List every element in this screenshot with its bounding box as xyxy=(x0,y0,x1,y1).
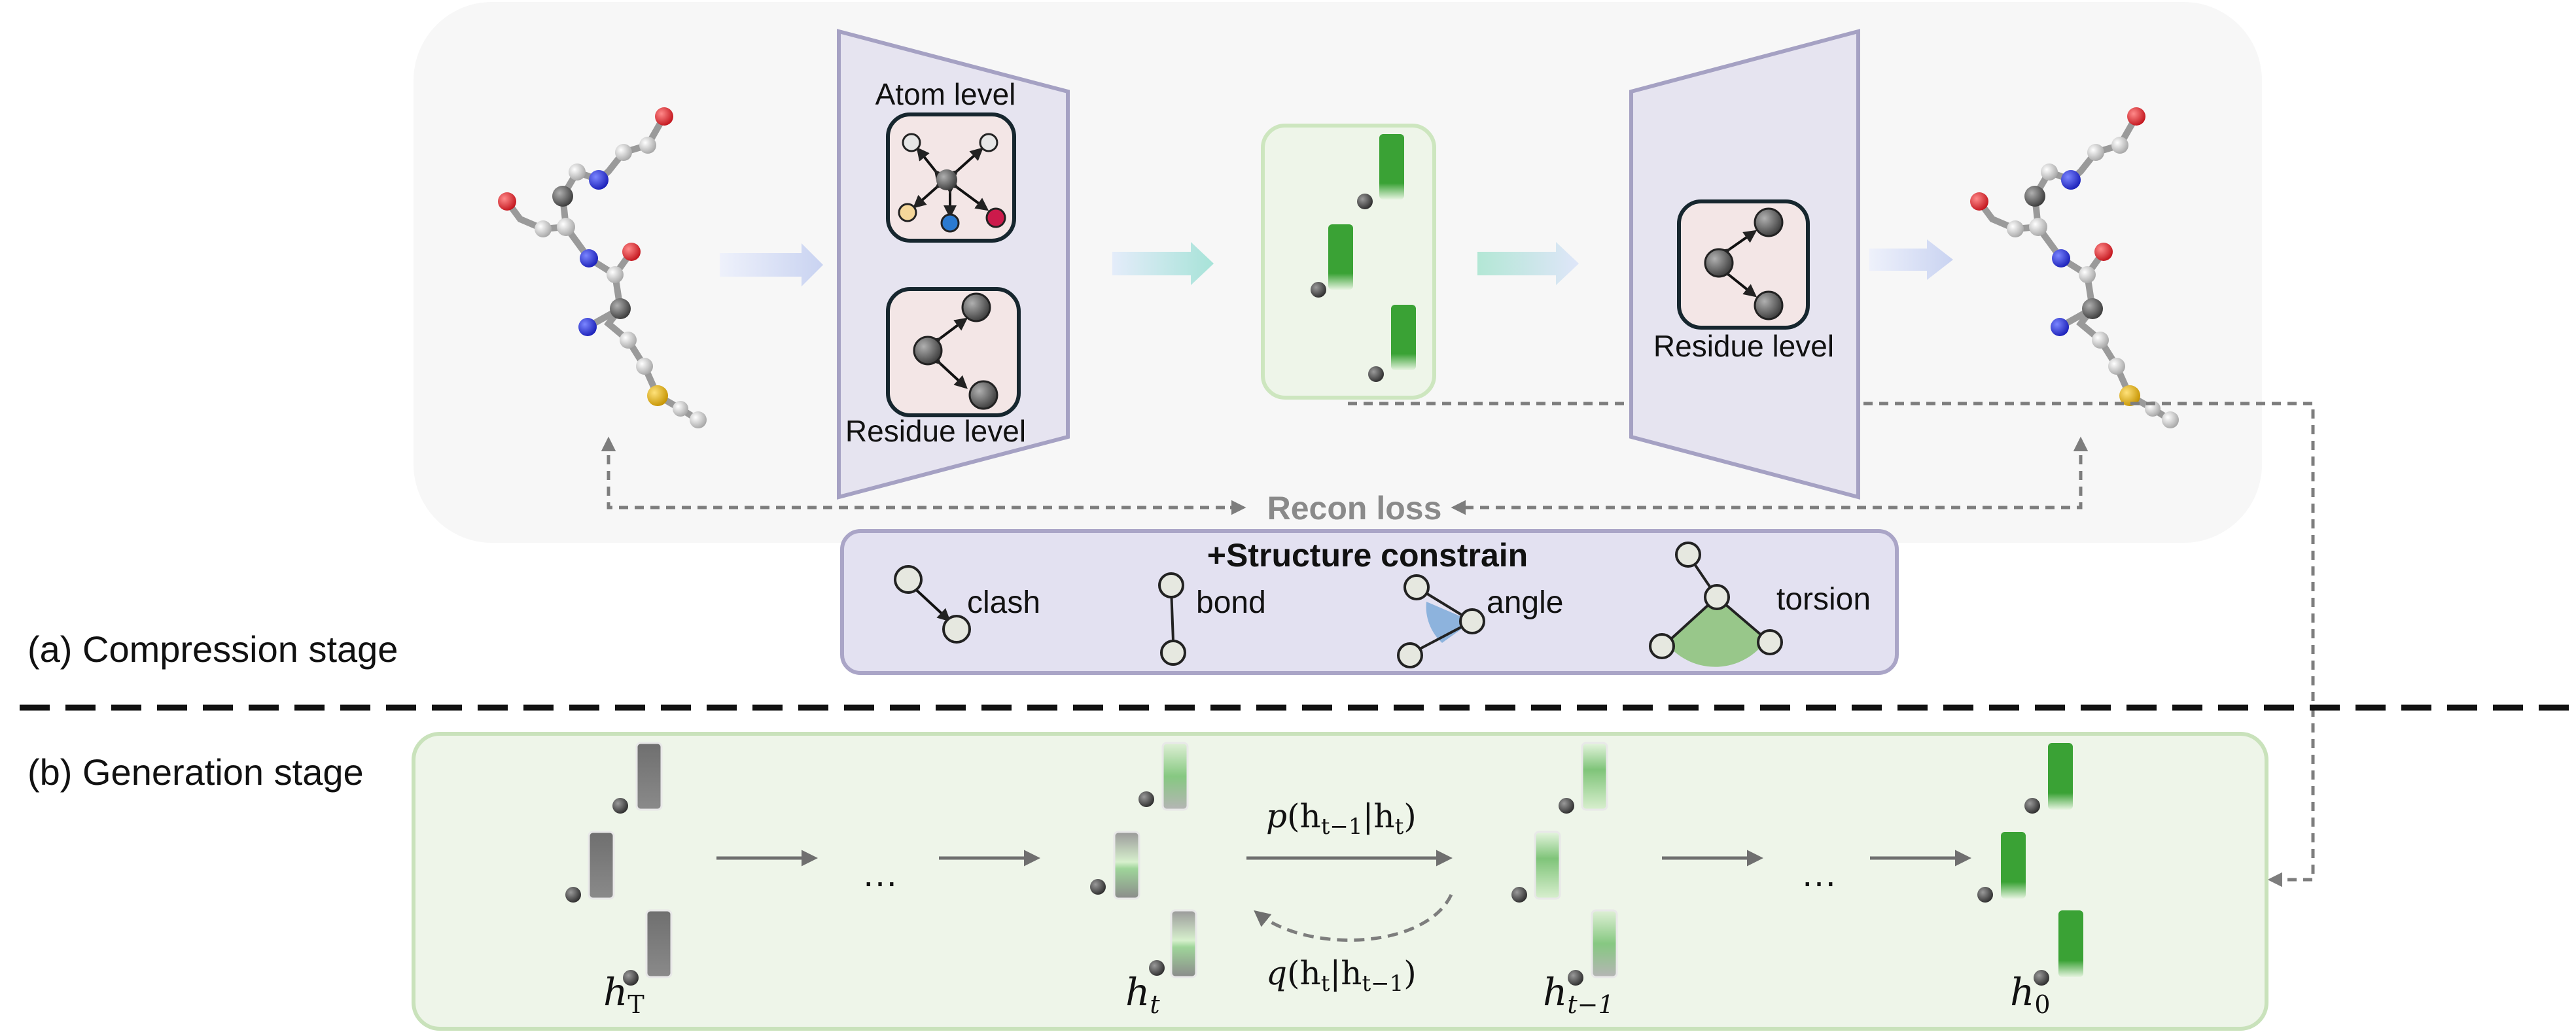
label-ht: ht xyxy=(1125,970,1160,1019)
latent-tokens xyxy=(1311,134,1416,382)
label-htm1: ht−1 xyxy=(1543,970,1614,1019)
recon-loss-paths xyxy=(601,436,2089,515)
decoder-residue-level-label: Residue level xyxy=(1653,329,1834,363)
generation-panel xyxy=(412,732,2268,1031)
angle-label: angle xyxy=(1487,585,1563,620)
atom-level-edges xyxy=(913,146,989,218)
torsion-label: torsion xyxy=(1776,582,1871,617)
structure-constrain-title: +Structure constrain xyxy=(1207,537,1528,574)
reverse-transition-label: q(ht|ht−1) xyxy=(1266,954,1417,997)
atom-level-label: Atom level xyxy=(875,77,1016,111)
decoder-output-arrow xyxy=(1869,239,1953,280)
decoder-residue-graph xyxy=(1677,199,1810,330)
latent-htm1 xyxy=(1511,742,1618,986)
input-molecule xyxy=(498,107,707,428)
label-h0: h0 xyxy=(2010,970,2051,1019)
label-hT: hT xyxy=(603,970,644,1019)
forward-transition-label: p(ht−1|ht) xyxy=(1266,797,1417,840)
clash-icon xyxy=(894,565,971,644)
latent-h0 xyxy=(1977,743,2083,986)
output-molecule xyxy=(1970,107,2179,428)
decoder-to-generation-path xyxy=(1863,402,2315,888)
decoder-input-arrow xyxy=(1477,242,1579,285)
ellipsis-left: … xyxy=(862,853,898,894)
latent-ht xyxy=(1090,742,1197,978)
encoder-output-arrow xyxy=(1112,242,1214,285)
encoder-residue-level-label: Residue level xyxy=(845,414,1026,448)
latent-hT xyxy=(565,742,673,986)
compression-stage-label: (a) Compression stage xyxy=(27,629,398,670)
structure-constrain-box xyxy=(840,529,1899,675)
encoder-input-arrow xyxy=(720,243,823,286)
torsion-icon xyxy=(1649,542,1783,667)
ellipsis-right: … xyxy=(1801,853,1837,894)
generation-stage-label: (b) Generation stage xyxy=(27,751,364,793)
bond-icon xyxy=(1158,572,1186,666)
recon-loss-label: Recon loss xyxy=(1267,490,1442,526)
clash-label: clash xyxy=(967,585,1040,620)
reverse-transition-arrow xyxy=(1254,893,1453,942)
bond-label: bond xyxy=(1196,585,1266,620)
angle-icon xyxy=(1397,574,1485,668)
encoder-residue-graph xyxy=(886,287,1021,417)
